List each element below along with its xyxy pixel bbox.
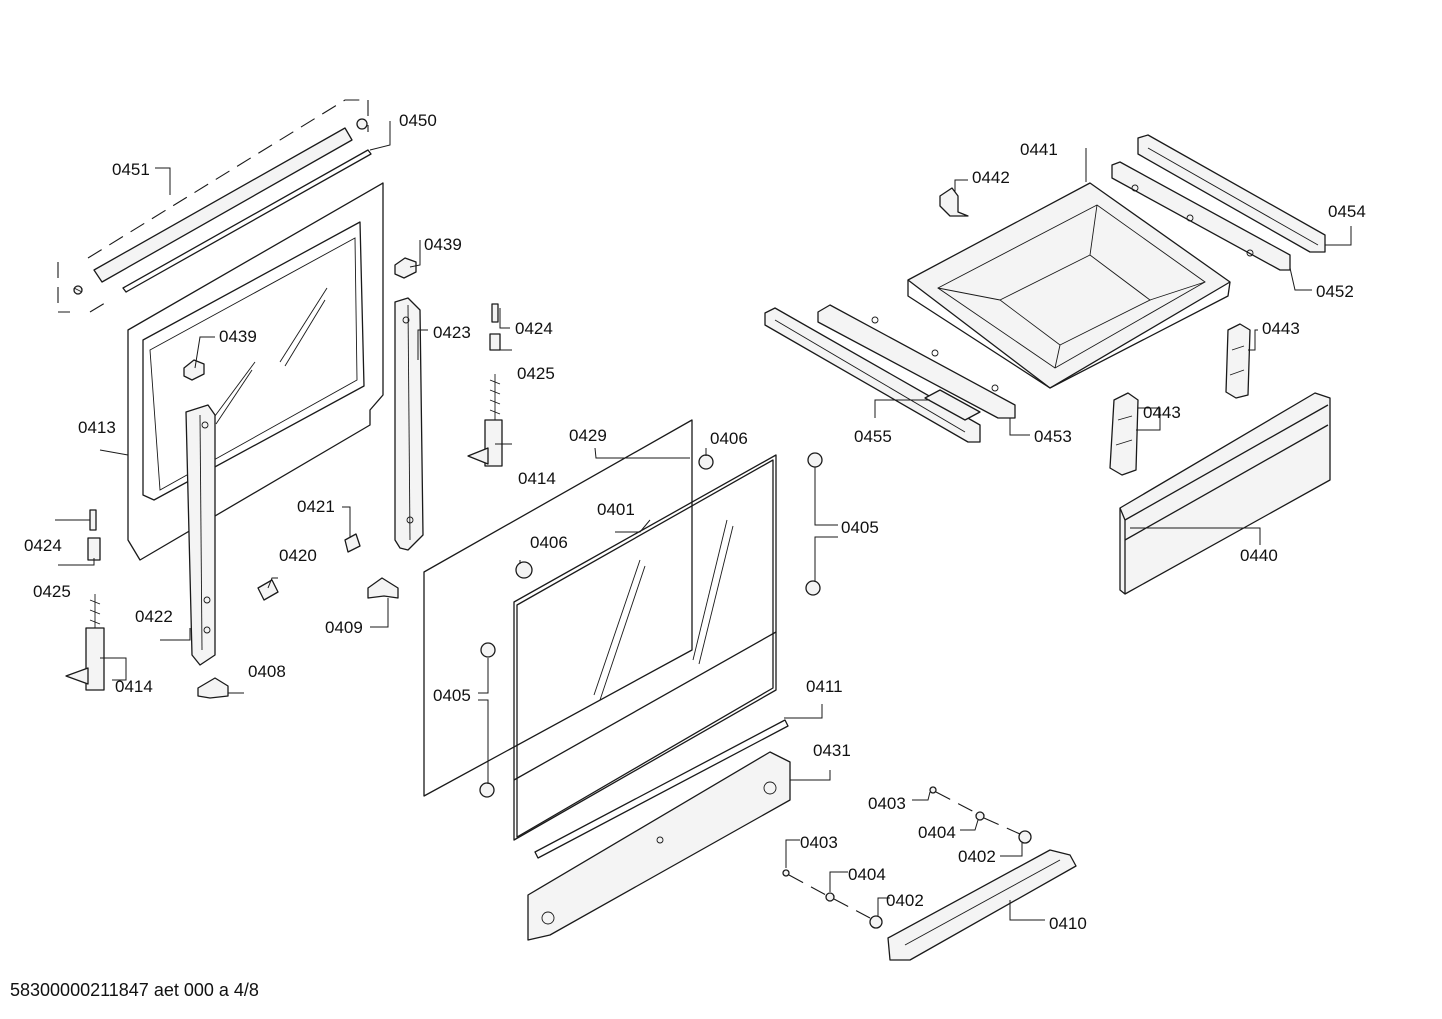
storage-drawer-0441: [907, 182, 1231, 389]
drawer-front-0440: [1119, 392, 1331, 595]
side-rail-right: [394, 297, 424, 551]
label-0455: 0455: [854, 427, 892, 446]
hinge-assembly-left: [65, 509, 105, 691]
label-0439: 0439: [424, 235, 462, 254]
label-0441: 0441: [1020, 140, 1058, 159]
drawer-bracket-0443-right: [1225, 323, 1251, 399]
label-0420: 0420: [279, 546, 317, 565]
bracket-0408: [197, 677, 229, 699]
label-0403: 0403: [868, 794, 906, 813]
label-0414: 0414: [518, 469, 556, 488]
label-0406: 0406: [530, 533, 568, 552]
label-0439: 0439: [219, 327, 257, 346]
label-0442: 0442: [972, 168, 1010, 187]
label-0440: 0440: [1240, 546, 1278, 565]
label-0452: 0452: [1316, 282, 1354, 301]
position-labels: 0450 0451 0439 0439 0423 0424 0425 0413 …: [24, 111, 1366, 933]
hinge-assembly-right: [467, 303, 503, 467]
label-0408: 0408: [248, 662, 286, 681]
runner-0455: [764, 307, 981, 443]
label-0425: 0425: [517, 364, 555, 383]
label-0409: 0409: [325, 618, 363, 637]
label-0403: 0403: [800, 833, 838, 852]
label-0405: 0405: [841, 518, 879, 537]
label-0406: 0406: [710, 429, 748, 448]
label-0402: 0402: [886, 891, 924, 910]
hinge-rail-left: [185, 404, 216, 666]
label-0424: 0424: [515, 319, 553, 338]
clip-0439-top: [394, 257, 417, 279]
inner-door-frame: [127, 182, 384, 561]
label-0404: 0404: [848, 865, 886, 884]
label-0429: 0429: [569, 426, 607, 445]
label-0450: 0450: [399, 111, 437, 130]
label-0454: 0454: [1328, 202, 1366, 221]
label-0422: 0422: [135, 607, 173, 626]
label-0431: 0431: [813, 741, 851, 760]
label-0443: 0443: [1262, 319, 1300, 338]
bracket-0409: [367, 577, 399, 599]
clip-0439-inner: [183, 359, 205, 381]
runner-0453: [817, 304, 1016, 419]
label-0411: 0411: [806, 677, 843, 696]
label-0451: 0451: [112, 160, 150, 179]
label-0424: 0424: [24, 536, 62, 555]
document-reference: 58300000211847 aet 000 a 4/8: [10, 980, 259, 1000]
label-0421: 0421: [297, 497, 335, 516]
fixings: [782, 786, 1032, 929]
label-0453: 0453: [1034, 427, 1072, 446]
label-0425: 0425: [33, 582, 71, 601]
spacers: [479, 452, 823, 798]
intermediate-glass-0429: [423, 419, 693, 797]
label-0443: 0443: [1143, 403, 1181, 422]
label-0405: 0405: [433, 686, 471, 705]
label-0423: 0423: [433, 323, 471, 342]
label-0410: 0410: [1049, 914, 1087, 933]
clip-0420: [257, 579, 279, 601]
top-trim-assembly: [57, 99, 372, 313]
door-handle-0410: [887, 849, 1077, 961]
leader-lines: [55, 121, 1352, 921]
drawer-bracket-0443-left: [1109, 392, 1139, 476]
clip-0421: [344, 533, 361, 553]
label-0402: 0402: [958, 847, 996, 866]
door-bottom-profile-0431: [527, 751, 791, 941]
bracket-0442: [939, 187, 969, 217]
door-seal-0411: [534, 719, 789, 859]
outer-door-glass-0401: [513, 454, 777, 841]
runner-0454: [1137, 134, 1326, 253]
label-0414: 0414: [115, 677, 153, 696]
label-0404: 0404: [918, 823, 956, 842]
label-0401: 0401: [597, 500, 635, 519]
label-0413: 0413: [78, 418, 116, 437]
